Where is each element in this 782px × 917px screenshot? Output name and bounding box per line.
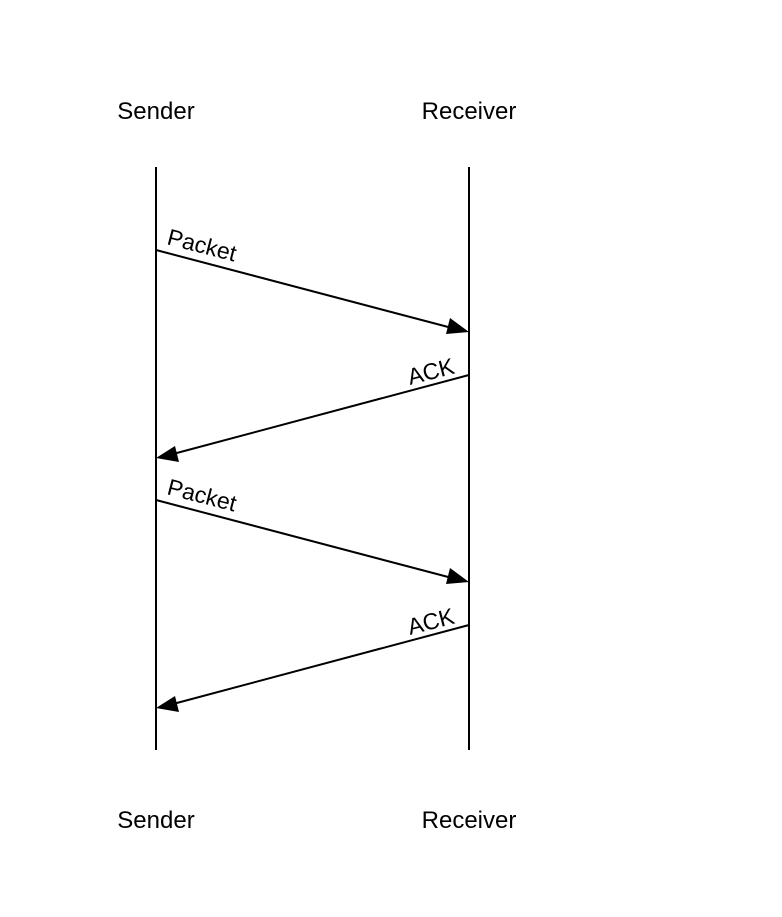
sender-label-bottom: Sender	[117, 807, 194, 834]
message-4-arrowhead	[156, 696, 179, 712]
message-1-arrowhead	[446, 318, 469, 334]
receiver-label-top: Receiver	[422, 98, 517, 125]
message-2-label: ACK	[405, 353, 458, 390]
message-1: Packet	[155, 224, 469, 334]
message-3: Packet	[155, 474, 469, 584]
message-4-arrow-line	[172, 624, 470, 705]
sender-label-top: Sender	[117, 98, 194, 125]
message-3-arrow-line	[155, 499, 453, 579]
receiver-label-bottom: Receiver	[422, 807, 517, 834]
message-2: ACK	[156, 353, 470, 462]
message-2-arrow-line	[172, 374, 470, 455]
message-1-label: Packet	[165, 224, 240, 267]
message-3-label: Packet	[165, 474, 240, 517]
message-1-arrow-line	[155, 249, 453, 329]
message-4-label: ACK	[405, 603, 458, 640]
message-4: ACK	[156, 603, 470, 712]
message-2-arrowhead	[156, 446, 179, 462]
message-3-arrowhead	[446, 568, 469, 584]
